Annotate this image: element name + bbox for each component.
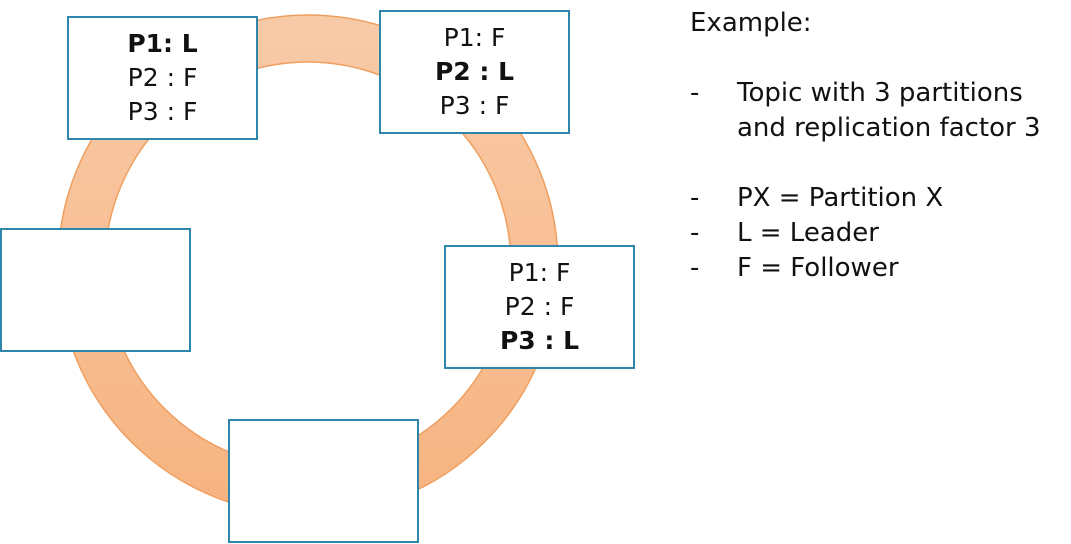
broker-2-line-2: P2 : L [434, 57, 515, 86]
broker-1-line-2: P2 : F [127, 63, 198, 92]
legend-item-leader: - L = Leader [690, 216, 1065, 251]
legend-bullet: - [690, 253, 700, 283]
broker-box-1: P1: L P2 : F P3 : F [67, 16, 258, 140]
legend-item-follower: - F = Follower [690, 251, 1065, 286]
legend-title: Example: [690, 8, 812, 38]
legend-bullet: - [690, 78, 700, 108]
legend-text-leader: L = Leader [737, 218, 879, 248]
legend: Example: - Topic with 3 partitions and r… [690, 6, 1065, 286]
broker-box-4 [0, 228, 191, 352]
legend-bullet: - [690, 218, 700, 248]
broker-3-line-1: P1: F [508, 258, 571, 287]
broker-2-line-1: P1: F [443, 23, 506, 52]
legend-text-follower: F = Follower [737, 253, 899, 283]
broker-1-line-3: P3 : F [127, 97, 198, 126]
broker-box-5 [228, 419, 419, 543]
legend-text-topic: Topic with 3 partitions and replication … [737, 78, 1041, 143]
legend-text-partition: PX = Partition X [737, 183, 944, 213]
broker-1-line-1: P1: L [127, 29, 198, 58]
legend-bullet: - [690, 183, 700, 213]
broker-3-line-2: P2 : F [504, 292, 575, 321]
broker-2-line-3: P3 : F [439, 91, 510, 120]
broker-box-3: P1: F P2 : F P3 : L [444, 245, 635, 369]
legend-item-partition: - PX = Partition X [690, 181, 1065, 216]
legend-item-topic: - Topic with 3 partitions and replicatio… [690, 76, 1065, 146]
broker-box-2: P1: F P2 : L P3 : F [379, 10, 570, 134]
broker-3-line-3: P3 : L [499, 326, 580, 355]
